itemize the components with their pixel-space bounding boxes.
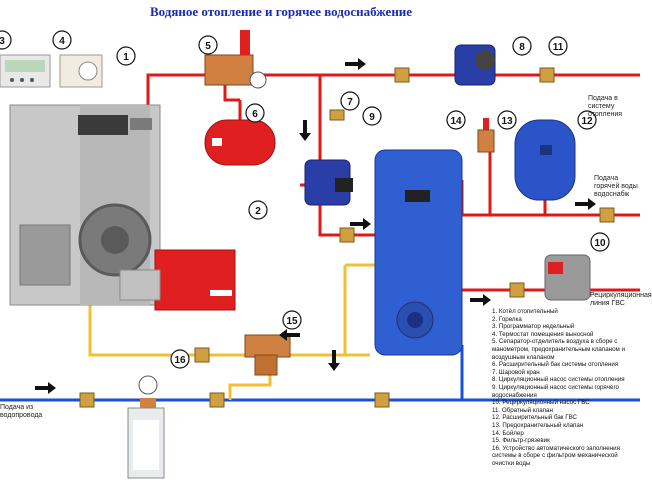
legend-item: 11. Обратный клапан <box>492 406 553 414</box>
badge-8 <box>512 36 532 56</box>
badge-12-label: 12 <box>581 116 593 127</box>
badge-13-label: 13 <box>501 116 513 127</box>
badge-5 <box>198 35 218 55</box>
valve-icon <box>194 347 210 363</box>
badge-8-label: 8 <box>519 42 525 53</box>
badge-15-label: 15 <box>286 316 298 327</box>
safety-valve <box>477 118 495 153</box>
badge-13 <box>497 110 517 130</box>
badge-9 <box>362 106 382 126</box>
heating-circulation-pump <box>454 44 496 86</box>
weekly-programmer <box>0 54 51 88</box>
arrow-down-icon <box>328 350 340 371</box>
badge-16 <box>170 349 190 369</box>
page-title: Водяное отопление и горячее водоснабжени… <box>150 4 413 19</box>
legend-item: 8. Циркуляционный насос системы отоплени… <box>492 376 625 384</box>
flow-arrows <box>35 58 596 394</box>
label-hot-water-supply: Подача горячей воды водоснабж <box>594 175 638 198</box>
water-heater <box>374 149 463 356</box>
strainer-filter <box>244 334 291 376</box>
badge-2 <box>248 200 268 220</box>
recirculation-pump <box>544 254 591 301</box>
valve-icon <box>79 392 95 408</box>
pressure-gauge-icon <box>249 71 267 89</box>
air-separator <box>204 30 267 89</box>
valve-icon <box>509 282 525 298</box>
arrow-right-icon <box>35 382 56 394</box>
arrow-right-icon <box>345 58 366 70</box>
legend-item: 15. Фильтр-грязевик <box>492 437 550 445</box>
badge-4 <box>52 30 72 50</box>
legend-item: 5. Сепаратор-отделитель воздуха в сборе … <box>492 338 625 361</box>
legend-item: 4. Термостат помещения выносной <box>492 330 594 338</box>
badge-2-label: 2 <box>255 206 261 217</box>
label-recirculation-line: Рециркуляционная линия ГВС <box>590 292 652 307</box>
fill-unit-gauge-icon <box>138 375 158 395</box>
legend-item: 7. Шаровой кран <box>492 368 540 376</box>
badge-4-label: 4 <box>59 36 65 47</box>
valve-icon <box>394 67 410 83</box>
badge-7-label: 7 <box>347 97 353 108</box>
valve-icon <box>209 392 225 408</box>
valves <box>79 67 615 408</box>
badge-12 <box>577 110 597 130</box>
return-main-line <box>88 305 370 357</box>
arrow-left-icon <box>279 329 300 341</box>
legend-item: 13. Предохранительный клапан <box>492 421 584 429</box>
badge-14-label: 14 <box>450 116 462 127</box>
valve-icon <box>339 227 355 243</box>
legend-item: 9. Циркуляционный насос системы горячего… <box>492 383 620 399</box>
badge-15 <box>282 310 302 330</box>
component-legend: 1. Котёл отопительный 2. Горелка 3. Прог… <box>492 308 638 467</box>
legend-item: 2. Горелка <box>492 315 522 323</box>
badge-7 <box>340 91 360 111</box>
badge-14 <box>446 110 466 130</box>
badge-10-label: 10 <box>594 238 606 249</box>
room-thermostat <box>59 54 103 88</box>
legend-item: 16. Устройство автоматического заполнени… <box>492 444 620 467</box>
badge-11-label: 11 <box>553 42 564 53</box>
legend-item: 14. Бойлер <box>492 429 524 437</box>
arrow-right-icon <box>350 218 371 230</box>
legend-item: 12. Расширительный бак ГВС <box>492 414 577 422</box>
badge-9-label: 9 <box>369 112 375 123</box>
burner <box>119 249 236 311</box>
hot-pipe-boiler-loop <box>318 75 375 237</box>
arrow-right-icon <box>575 198 596 210</box>
valve-icon <box>374 392 390 408</box>
auto-fill-unit <box>127 375 165 479</box>
arrow-left-icon <box>470 294 491 306</box>
label-supply-system: Подача в систему отопления <box>588 95 623 118</box>
badge-11 <box>548 36 568 56</box>
badge-3-label: 3 <box>0 36 5 47</box>
badge-1-label: 1 <box>123 52 129 63</box>
label-water-supply-from-main: Подача из водопровода <box>0 404 43 419</box>
badge-10 <box>590 232 610 252</box>
badge-16-label: 16 <box>174 355 186 366</box>
valve-icon <box>599 207 615 223</box>
legend-item: 6. Расширительный бак системы отопления <box>492 361 619 369</box>
legend-item: 10. Рециркуляционный насос ГВС <box>492 399 590 407</box>
badge-6-label: 6 <box>252 109 258 120</box>
valve-icon <box>329 109 345 121</box>
badge-labels: 1 2 3 4 5 6 7 8 9 10 11 12 13 14 15 16 <box>0 36 606 366</box>
badge-1 <box>116 46 136 66</box>
heating-expansion-tank <box>204 119 276 166</box>
cold-water-pipes <box>0 345 640 402</box>
badge-5-label: 5 <box>205 41 211 52</box>
boiler <box>9 104 161 306</box>
dhw-circulation-pump <box>304 159 353 206</box>
valve-icon <box>539 67 555 83</box>
badge-6 <box>245 103 265 123</box>
arrow-down-icon <box>299 120 311 141</box>
component-badges <box>0 30 610 369</box>
badge-3 <box>0 30 12 50</box>
legend-item: 3. Программатор недельный <box>492 323 575 331</box>
dhw-expansion-tank <box>514 119 576 201</box>
legend-item: 1. Котёл отопительный <box>492 308 558 315</box>
